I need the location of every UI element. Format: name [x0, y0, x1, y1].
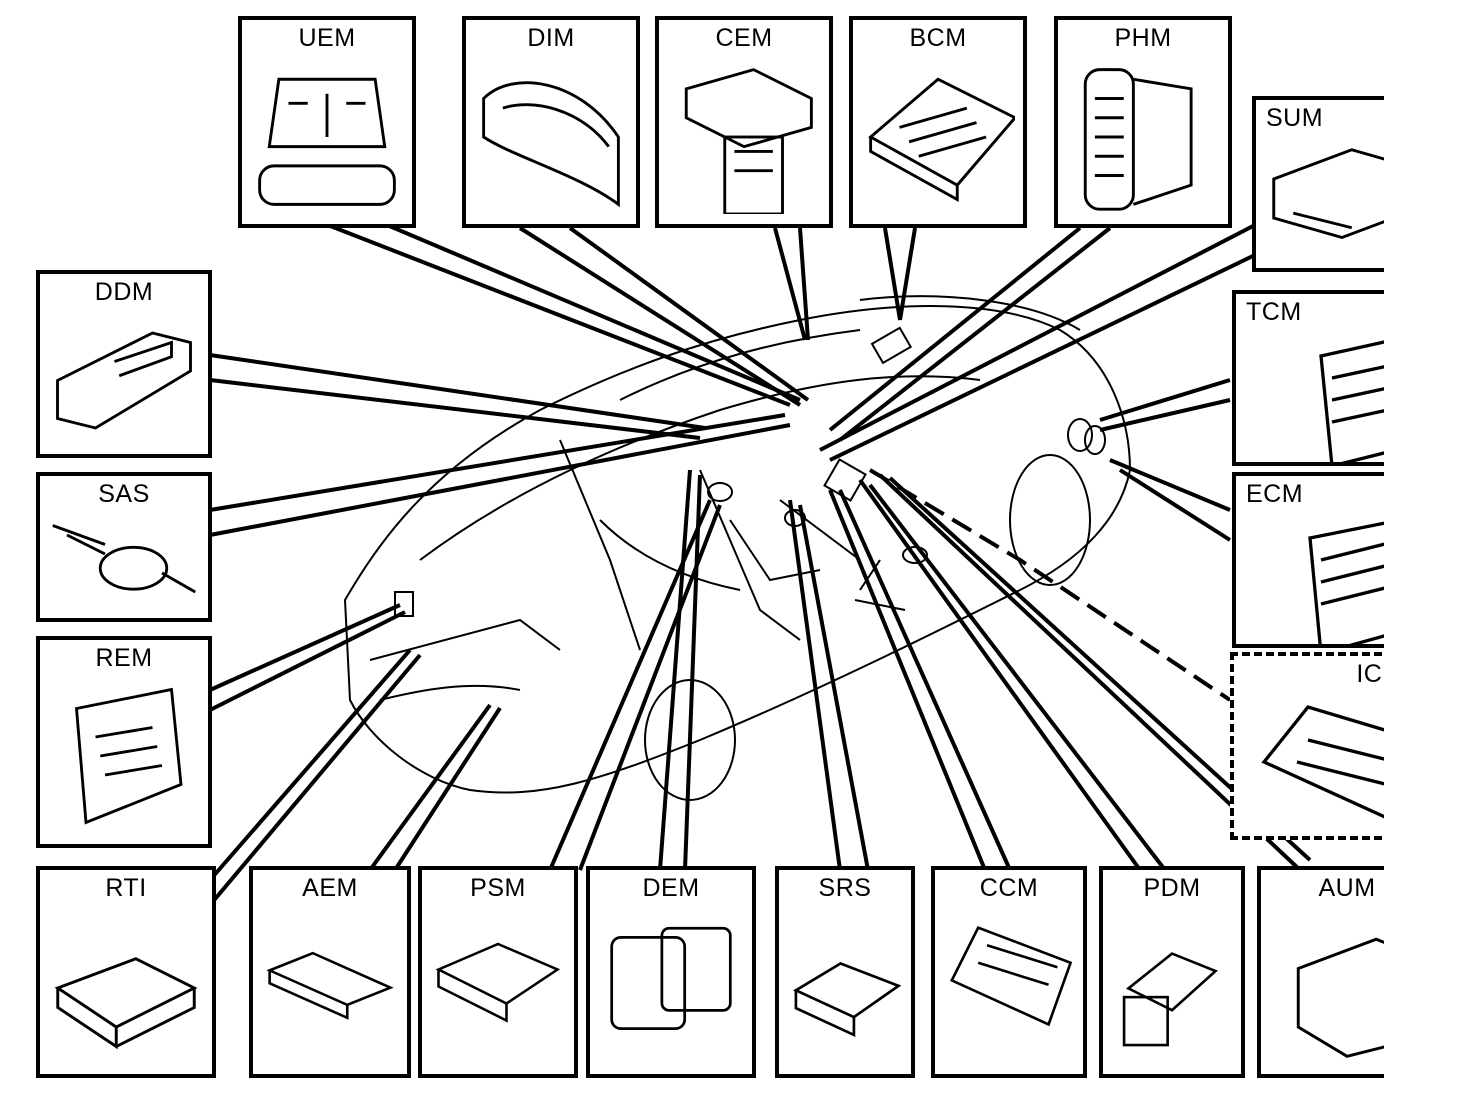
dem-component-icon [610, 926, 732, 1030]
module-box-ccm: CCM [931, 866, 1087, 1078]
module-box-pdm: PDM [1099, 866, 1245, 1078]
module-label-ecm: ECM [1246, 480, 1304, 508]
srs-component-icon [793, 962, 902, 1038]
module-box-rem: REM [36, 636, 212, 848]
module-label-tcm: TCM [1246, 298, 1302, 326]
module-label-dim: DIM [527, 24, 575, 52]
aem-component-icon [266, 951, 394, 1020]
module-label-phm: PHM [1114, 24, 1172, 52]
right-crop-margin [1384, 0, 1472, 1112]
module-box-ddm: DDM [36, 270, 212, 458]
rem-component-icon [74, 687, 183, 825]
module-box-psm: PSM [418, 866, 578, 1078]
module-label-uem: UEM [298, 24, 356, 52]
module-box-aem: AEM [249, 866, 411, 1078]
module-box-cem: CEM [655, 16, 833, 228]
module-label-cem: CEM [715, 24, 773, 52]
pdm-component-icon [1122, 952, 1218, 1047]
module-label-pdm: PDM [1143, 874, 1201, 902]
rti-component-icon [54, 957, 198, 1050]
module-label-psm: PSM [470, 874, 526, 902]
cem-component-icon [684, 68, 813, 214]
module-box-uem: UEM [238, 16, 416, 228]
module-box-bcm: BCM [849, 16, 1027, 228]
module-label-aem: AEM [302, 874, 358, 902]
module-label-rti: RTI [105, 874, 147, 902]
module-label-sas: SAS [98, 480, 150, 508]
module-label-rem: REM [95, 644, 153, 672]
module-box-sas: SAS [36, 472, 212, 622]
module-label-ccm: CCM [979, 874, 1039, 902]
dim-component-icon [482, 81, 620, 208]
icm-component-icon [1261, 705, 1418, 820]
module-box-dim: DIM [462, 16, 640, 228]
bcm-component-icon [868, 77, 1015, 203]
sum-component-icon [1272, 148, 1420, 240]
ccm-component-icon [950, 925, 1073, 1027]
module-label-dem: DEM [642, 874, 700, 902]
uem-component-icon [258, 77, 396, 206]
module-label-sum: SUM [1266, 104, 1324, 132]
car-illustration [343, 295, 1132, 801]
phm-component-icon [1083, 68, 1193, 211]
aum-component-icon [1296, 937, 1425, 1058]
module-box-dem: DEM [586, 866, 756, 1078]
module-label-srs: SRS [818, 874, 872, 902]
psm-component-icon [435, 942, 561, 1023]
sas-component-icon [52, 524, 196, 594]
module-label-bcm: BCM [909, 24, 967, 52]
module-box-rti: RTI [36, 866, 216, 1078]
module-box-srs: SRS [775, 866, 915, 1078]
module-label-ddm: DDM [94, 278, 154, 306]
module-box-phm: PHM [1054, 16, 1232, 228]
module-label-aum: AUM [1318, 874, 1376, 902]
leader-lines [208, 220, 1312, 907]
ddm-component-icon [56, 331, 192, 430]
